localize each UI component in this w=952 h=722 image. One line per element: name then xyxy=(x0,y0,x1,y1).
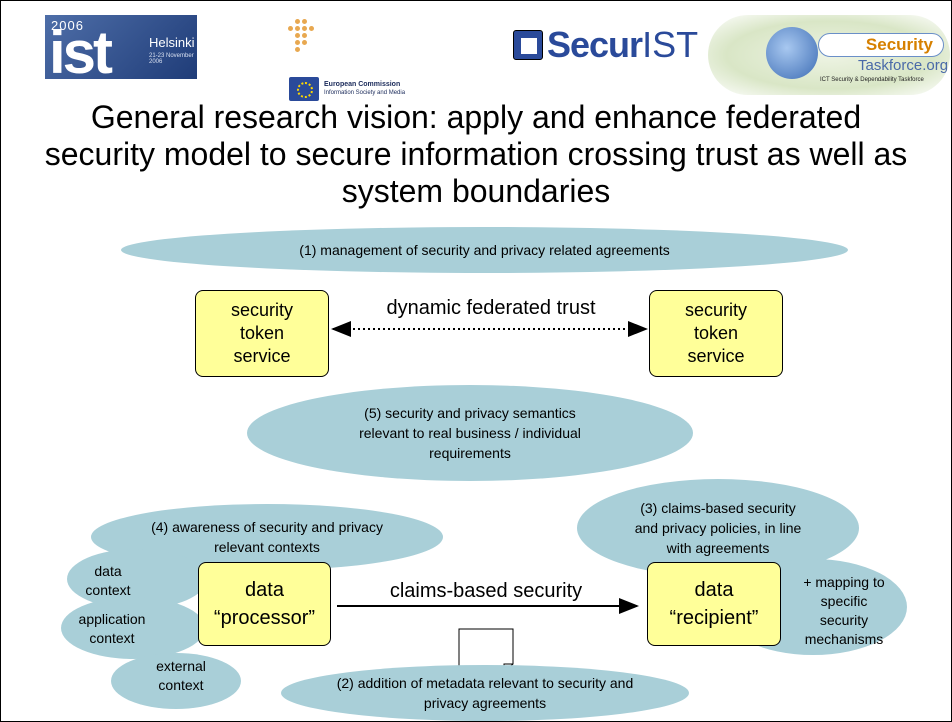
data-recipient-box: data “recipient” xyxy=(647,562,781,646)
context-awareness-text: (4) awareness of security and privacy re… xyxy=(151,519,383,555)
mapping-label: + mapping to specific security mechanism… xyxy=(803,574,885,647)
ellipse-metadata-addition: (2) addition of metadata relevant to sec… xyxy=(281,665,689,721)
ec-name: European Commission xyxy=(324,81,401,88)
claims-label: claims-based security xyxy=(389,580,583,602)
european-commission-logo: European Commission Information Society … xyxy=(289,77,459,103)
securist-logo: Secur IST xyxy=(513,24,699,65)
ist-year: 2006 xyxy=(51,18,84,33)
sts-right-text: security token service xyxy=(684,300,747,366)
ellipse-application-context xyxy=(61,597,205,659)
eu-flag-icon xyxy=(289,77,319,101)
claims-policies-text: (3) claims-based security and privacy po… xyxy=(634,500,802,556)
metadata-text: (2) addition of metadata relevant to sec… xyxy=(336,675,634,711)
trust-label: dynamic federated trust xyxy=(386,297,596,319)
data-processor-box: data “processor” xyxy=(198,562,331,646)
globe-icon xyxy=(766,27,818,79)
ellipse-security-semantics: (5) security and privacy semantics relev… xyxy=(247,385,693,481)
ec-dg: Information Society and Media xyxy=(324,90,406,96)
stf-security: Security xyxy=(818,33,944,57)
application-context-label: application context xyxy=(78,611,146,646)
ellipse-external-context xyxy=(111,653,241,709)
stf-taskforce: Taskforce.org xyxy=(858,57,949,74)
slide-title: General research vision: apply and enhan… xyxy=(44,99,908,209)
security-taskforce-logo: Security Taskforce.org ICT Security & De… xyxy=(708,15,950,95)
security-token-service-left: security token service xyxy=(195,290,329,377)
stf-tagline: ICT Security & Dependability Taskforce xyxy=(820,77,924,83)
recipient-text: data “recipient” xyxy=(669,579,759,629)
data-context-label: data context xyxy=(85,563,131,598)
securist-regular: IST xyxy=(642,24,699,65)
ellipse-agreements-management: (1) management of security and privacy r… xyxy=(121,227,848,273)
sts-left-text: security token service xyxy=(230,300,293,366)
processor-text: data “processor” xyxy=(213,579,316,629)
ist-city: Helsinki xyxy=(149,35,195,50)
ist-wordmark: ist xyxy=(49,19,113,80)
security-token-service-right: security token service xyxy=(649,290,783,377)
external-context-label: external context xyxy=(156,658,206,693)
securist-bold: Secur xyxy=(547,24,643,65)
ist-event-logo: 2006 ist Helsinki 21-23 November 2006 xyxy=(45,15,197,79)
ist-dates: 21-23 November 2006 xyxy=(149,53,194,65)
securist-icon xyxy=(513,30,543,60)
semantics-text: (5) security and privacy semantics relev… xyxy=(359,405,581,461)
